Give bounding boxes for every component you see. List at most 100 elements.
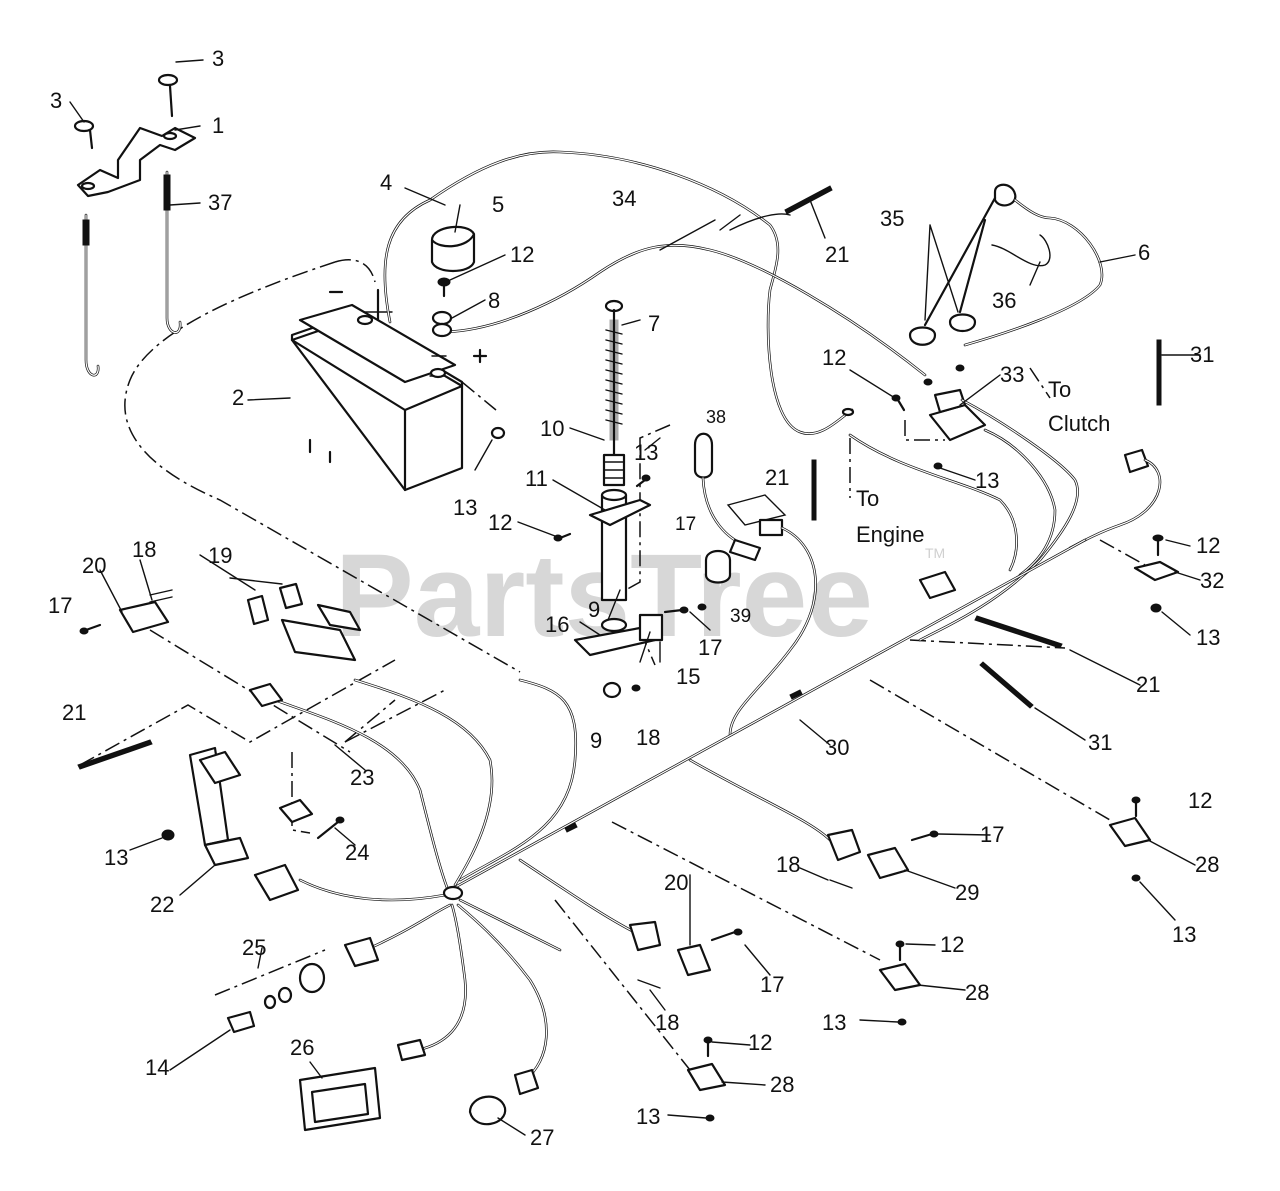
callout-37: 37 <box>208 190 232 215</box>
callout-27: 27 <box>530 1125 554 1150</box>
guide-23b <box>344 689 446 743</box>
callout-13: 13 <box>1172 922 1196 947</box>
callout-26: 26 <box>290 1035 314 1060</box>
callout-15: 15 <box>676 664 700 689</box>
callout-31: 31 <box>1088 730 1112 755</box>
callouts: 3 3 1 37 2 4 5 12 8 7 10 11 12 13 13 38 … <box>48 46 1224 1150</box>
guide-24 <box>291 752 311 834</box>
callout-8: 8 <box>488 288 500 313</box>
callout-21: 21 <box>765 465 789 490</box>
callout-13: 13 <box>453 495 477 520</box>
seat-switch <box>693 432 817 737</box>
callout-25: 25 <box>242 935 266 960</box>
callout-39: 39 <box>730 606 751 627</box>
callout-21: 21 <box>62 700 86 725</box>
right-clips <box>77 339 1180 770</box>
callout-21: 21 <box>1136 672 1160 697</box>
callout-19: 19 <box>208 543 232 568</box>
callout-3: 3 <box>212 46 224 71</box>
note-to-clutch: Clutch <box>1048 411 1110 436</box>
harness-connectors <box>79 582 1152 1132</box>
terminal-cover <box>430 225 476 338</box>
guide-25 <box>214 949 326 996</box>
guide-28-mid <box>611 821 881 961</box>
callout-12: 12 <box>488 510 512 535</box>
guide-battery-side <box>461 381 497 411</box>
callout-28: 28 <box>1195 852 1219 877</box>
callout-20: 20 <box>664 870 688 895</box>
callout-38: 38 <box>706 407 726 427</box>
callout-23: 23 <box>350 765 374 790</box>
callout-17: 17 <box>980 822 1004 847</box>
callout-4: 4 <box>380 170 392 195</box>
note-to-clutch: To <box>1048 377 1071 402</box>
callout-24: 24 <box>345 840 369 865</box>
callout-13: 13 <box>104 845 128 870</box>
callout-13: 13 <box>822 1010 846 1035</box>
callout-28: 28 <box>965 980 989 1005</box>
callout-12: 12 <box>1188 788 1212 813</box>
callout-34: 34 <box>612 186 636 211</box>
callout-13: 13 <box>636 1104 660 1129</box>
callout-29: 29 <box>955 880 979 905</box>
mounting-bracket <box>73 73 197 198</box>
solenoid-assembly <box>841 183 1162 642</box>
callout-20: 20 <box>82 553 106 578</box>
guide-battery-loop <box>124 261 521 673</box>
callout-14: 14 <box>145 1055 169 1080</box>
callout-13: 13 <box>975 468 999 493</box>
callout-31: 31 <box>1190 342 1214 367</box>
callout-5: 5 <box>492 192 504 217</box>
callout-12: 12 <box>510 242 534 267</box>
leader-lines <box>69 59 1201 1136</box>
callout-7: 7 <box>648 311 660 336</box>
callout-9: 9 <box>588 597 600 622</box>
callout-21: 21 <box>825 242 849 267</box>
callout-6: 6 <box>1138 240 1150 265</box>
callout-18: 18 <box>636 725 660 750</box>
callout-28: 28 <box>770 1072 794 1097</box>
battery-rods <box>82 170 182 377</box>
callout-1: 1 <box>212 113 224 138</box>
guide-battery-top <box>334 259 376 283</box>
callout-17: 17 <box>675 514 696 535</box>
note-to-engine: Engine <box>856 522 925 547</box>
callout-18: 18 <box>655 1010 679 1035</box>
callout-22: 22 <box>150 892 174 917</box>
callout-17: 17 <box>760 972 784 997</box>
callout-30: 30 <box>825 735 849 760</box>
callout-12: 12 <box>822 345 846 370</box>
callout-10: 10 <box>540 416 564 441</box>
callout-17: 17 <box>48 593 72 618</box>
callout-12: 12 <box>748 1030 772 1055</box>
guide-33 <box>904 420 945 441</box>
battery-cables <box>383 150 927 435</box>
callout-13: 13 <box>634 440 658 465</box>
guide-21-left <box>79 659 396 766</box>
callout-17: 17 <box>698 635 722 660</box>
callout-12: 12 <box>940 932 964 957</box>
callout-9: 9 <box>590 728 602 753</box>
seat-switch-bolt <box>553 299 707 699</box>
callout-3: 3 <box>50 88 62 113</box>
callout-2: 2 <box>232 385 244 410</box>
guide-32 <box>1099 539 1146 566</box>
callout-13: 13 <box>1196 625 1220 650</box>
guide-21-right <box>909 639 1066 649</box>
callout-12: 12 <box>1196 533 1220 558</box>
main-harness <box>273 538 1087 1082</box>
callout-35: 35 <box>880 206 904 231</box>
guide-31-right <box>869 679 1111 821</box>
callout-33: 33 <box>1000 362 1024 387</box>
callout-18: 18 <box>132 537 156 562</box>
guide-clutch <box>1029 367 1051 399</box>
callout-11: 11 <box>525 466 548 491</box>
guide-28-low <box>554 899 691 1071</box>
callout-32: 32 <box>1200 568 1224 593</box>
note-to-engine: To <box>856 486 879 511</box>
watermark-tm: TM <box>925 545 945 561</box>
callout-16: 16 <box>545 612 569 637</box>
callout-18: 18 <box>776 852 800 877</box>
